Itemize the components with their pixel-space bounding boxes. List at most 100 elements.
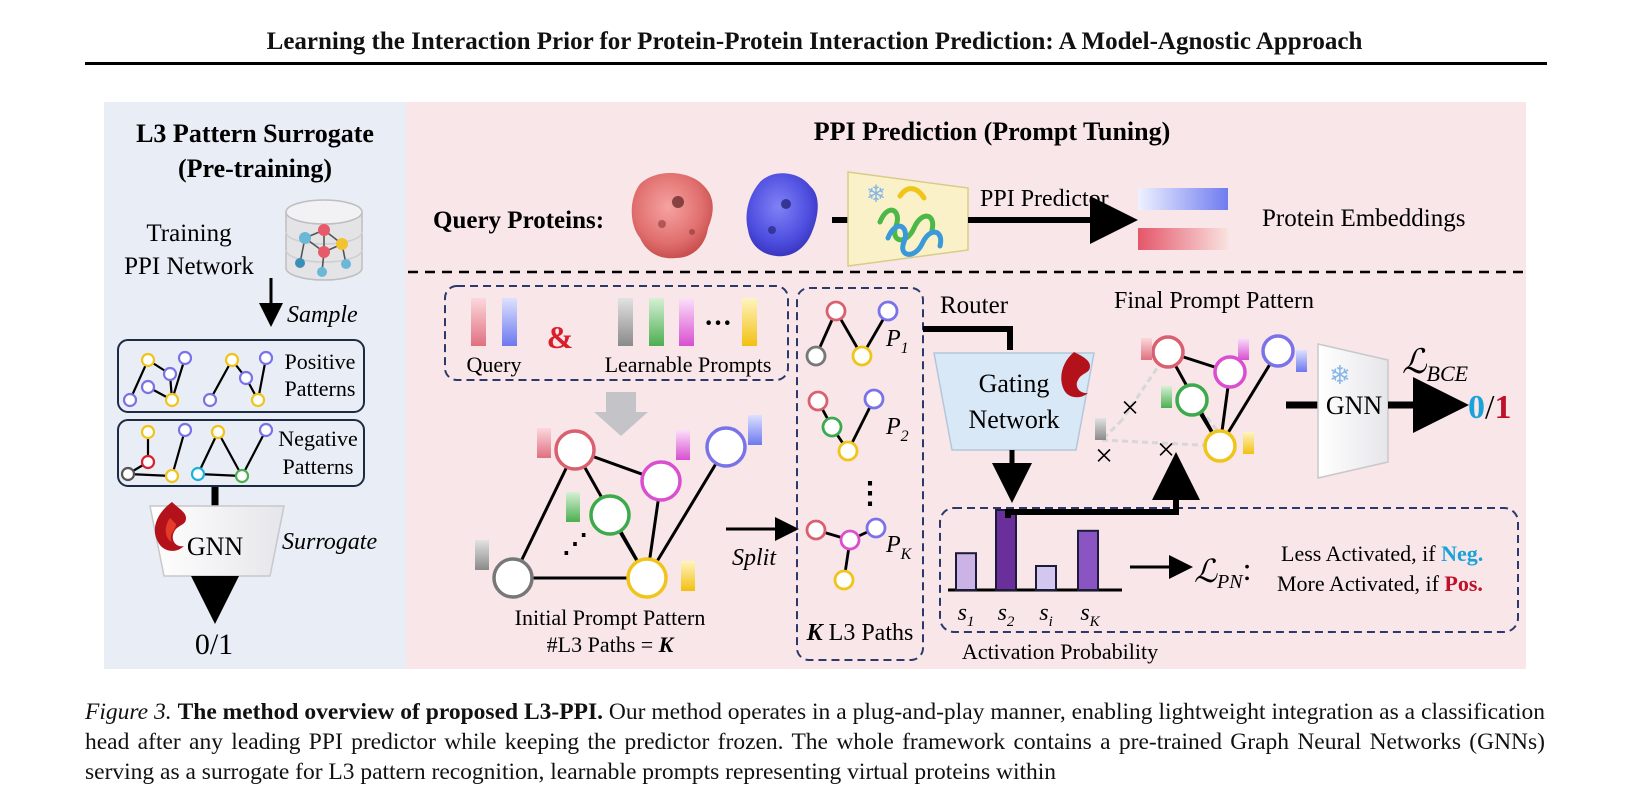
path-label-1-main: P [885,326,901,352]
score-k-sub: K [1089,614,1101,630]
score-label-k: sK [1080,600,1100,630]
score-i-sub: i [1049,614,1053,630]
score-i-main: s [1039,600,1048,626]
score-2-sub: 2 [1007,614,1015,630]
loss-bce-sub: BCE [1427,361,1469,386]
left-panel: L3 Pattern Surrogate (Pre-training) Trai… [104,102,406,669]
header-rule [85,62,1547,65]
loss-bce: ℒBCE [1402,344,1469,386]
ppi-predictor-label: PPI Predictor [980,186,1109,212]
initial-pattern-count-prefix: #L3 Paths = [547,632,659,657]
more-activated-prefix: More Activated, if [1277,571,1444,596]
svg-text:×: × [1157,431,1175,467]
path-label-k-main: P [885,532,901,558]
path-label-2-sub: 2 [901,428,909,445]
gnn-frozen-icon: ❄ [1329,361,1351,390]
path-label-1: P1 [885,326,909,357]
protein-red-icon [631,172,713,259]
gating-network-block [933,352,1095,451]
svg-text:×: × [1095,437,1113,473]
k-l3-paths-label: K L3 Paths [806,620,914,646]
protein-blue-icon [746,173,818,257]
activation-box [939,507,1519,633]
method-overview-figure: L3 Pattern Surrogate (Pre-training) Trai… [104,102,1526,669]
down-block-arrow [594,392,648,436]
final-output: 0/1 [1468,389,1511,426]
negative-pattern-graphs [120,422,274,484]
score-2-main: s [998,600,1007,626]
database-icon [285,199,363,281]
negative-patterns-box [117,419,365,487]
output-slash: / [1485,389,1495,426]
final-prompt-pattern-graph: × × × [1095,334,1307,473]
negative-label-line2: Patterns [283,454,354,479]
activation-probability-label: Activation Probability [962,639,1158,664]
path-label-2-main: P [885,414,901,440]
l3-path-2 [807,388,885,462]
activation-bar-2 [995,509,1017,591]
activation-bar-1 [955,552,977,592]
protein-embeddings-label: Protein Embeddings [1262,205,1465,232]
surrogate-output: 0/1 [195,628,233,661]
figure-caption: Figure 3. The method overview of propose… [85,697,1545,787]
gating-label-line1: Gating [979,369,1050,398]
output-one: 1 [1494,389,1511,426]
path-label-k-sub: K [900,546,913,563]
ampersand: & [547,319,574,355]
final-pattern-label: Final Prompt Pattern [1114,288,1314,314]
k-l3-paths-text: L3 Paths [823,620,914,646]
embedding-blue-bar [1138,188,1228,210]
initial-pattern-label-line1: Initial Prompt Pattern [515,605,706,630]
path-label-k: PK [885,532,913,563]
prediction-gnn-label: GNN [1326,391,1383,420]
loss-pn-colon: : [1243,551,1252,587]
initial-pattern-k: K [658,632,675,657]
left-panel-title-line2: (Pre-training) [178,154,332,183]
training-network-label-line2: PPI Network [124,253,254,280]
gating-label-line2: Network [969,405,1060,434]
positive-patterns-box [117,339,365,413]
surrogate-gnn-label: GNN [187,532,244,561]
path-label-2: P2 [885,414,909,445]
more-activated-text: More Activated, if Pos. [1277,571,1483,596]
learnable-prompts-label: Learnable Prompts [605,352,772,377]
score-k-main: s [1080,600,1089,626]
score-label-2: s2 [998,600,1015,630]
svg-text:×: × [1121,389,1139,425]
prompts-ellipsis: ··· [704,308,732,339]
query-proteins-label: Query Proteins: [433,207,604,234]
activation-bar-3 [1035,565,1057,591]
paper-running-title: Learning the Interaction Prior for Prote… [266,28,1363,55]
training-network-label-line1: Training [146,220,232,247]
router-label: Router [940,292,1009,319]
positive-label-line1: Positive [285,349,356,374]
query-prompts-box [444,285,789,381]
prediction-gnn-block [1317,343,1389,479]
loss-pn-sub: PN [1216,571,1244,593]
embedding-red-bar [1138,228,1228,250]
right-panel-title: PPI Prediction (Prompt Tuning) [814,117,1171,146]
query-prompt-tokens [471,298,757,346]
less-activated-prefix: Less Activated, if [1281,541,1441,566]
gating-fire-icon [1061,352,1090,398]
path-label-1-sub: 1 [901,340,909,357]
positive-pattern-graphs [122,350,274,408]
l3-path-1 [805,300,899,367]
right-panel: PPI Prediction (Prompt Tuning) Query Pro… [406,102,1526,669]
score-label-1: s1 [958,600,975,630]
loss-bce-main: ℒ [1402,344,1428,381]
left-panel-title-line1: L3 Pattern Surrogate [136,119,374,148]
activation-to-pattern-arrow [1005,452,1200,518]
less-activated-cond: Neg. [1441,541,1483,566]
l3-paths-box [796,287,924,661]
sample-label: Sample [287,302,358,328]
surrogate-label: Surrogate [282,529,377,555]
positive-label-line2: Patterns [285,376,356,401]
loss-pn-main: ℒ [1194,553,1218,589]
score-1-sub: 1 [967,614,975,630]
predictor-frozen-icon: ❄ [866,182,886,208]
ppi-predictor-block [847,171,969,267]
k-l3-paths-k: K [806,620,825,646]
score-label-i: si [1039,600,1053,630]
l3-path-k [805,517,887,591]
